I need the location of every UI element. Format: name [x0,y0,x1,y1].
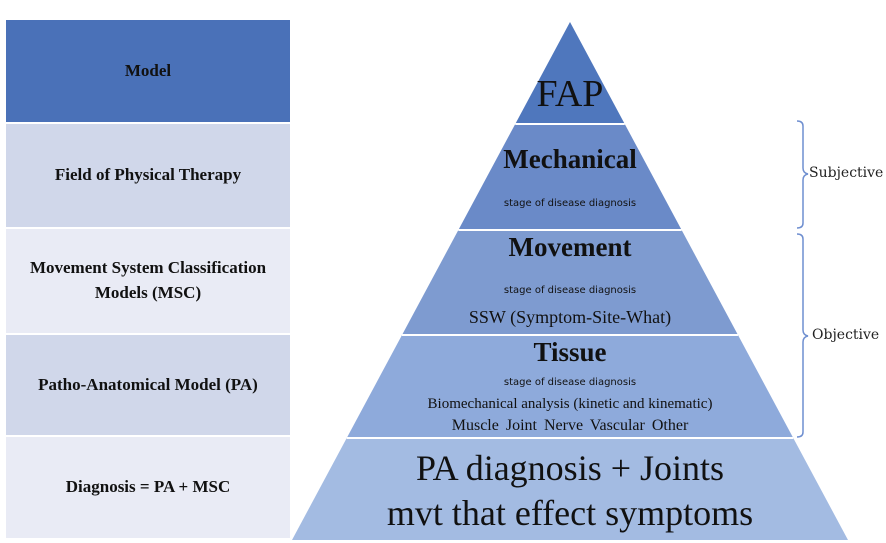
layer-tissue-title: Tissue [533,337,607,367]
layer-tissue-list: Muscle Joint Nerve Vascular Other [451,417,689,434]
layer-tissue-detail: Biomechanical analysis (kinetic and kine… [427,396,713,412]
objective-label: Objective [812,327,880,343]
layer-mechanical-subtitle: stage of disease diagnosis [503,198,637,209]
objective-bracket [796,233,809,438]
pyramid-layer-fap [515,22,625,124]
pyramid-layer-base [292,438,848,540]
pyramid-layer-mechanical [458,124,682,230]
layer-mechanical-title: Mechanical [503,144,637,174]
layer-movement-title: Movement [508,232,632,262]
layer-tissue-subtitle: stage of disease diagnosis [503,377,637,388]
table-row-diagnosis: Diagnosis = PA + MSC [6,437,290,540]
layer-fap-title: FAP [536,73,604,115]
table-row-field: Field of Physical Therapy [6,124,290,229]
subjective-label: Subjective [809,165,884,181]
layer-movement-detail: SSW (Symptom-Site-What) [468,307,672,327]
pyramid-layer-tissue [346,335,794,438]
layer-base-line1: PA diagnosis + Joints [415,448,725,488]
layer-base-line2: mvt that effect symptoms [386,493,754,533]
layer-dividers [346,123,794,439]
table-header-model: Model [6,20,290,124]
subjective-bracket [796,120,809,229]
table-row-msc: Movement System Classification Models (M… [6,229,290,335]
table-row-pa: Patho-Anatomical Model (PA) [6,335,290,437]
layer-movement-subtitle: stage of disease diagnosis [503,285,637,296]
pyramid-layer-movement [402,230,738,335]
